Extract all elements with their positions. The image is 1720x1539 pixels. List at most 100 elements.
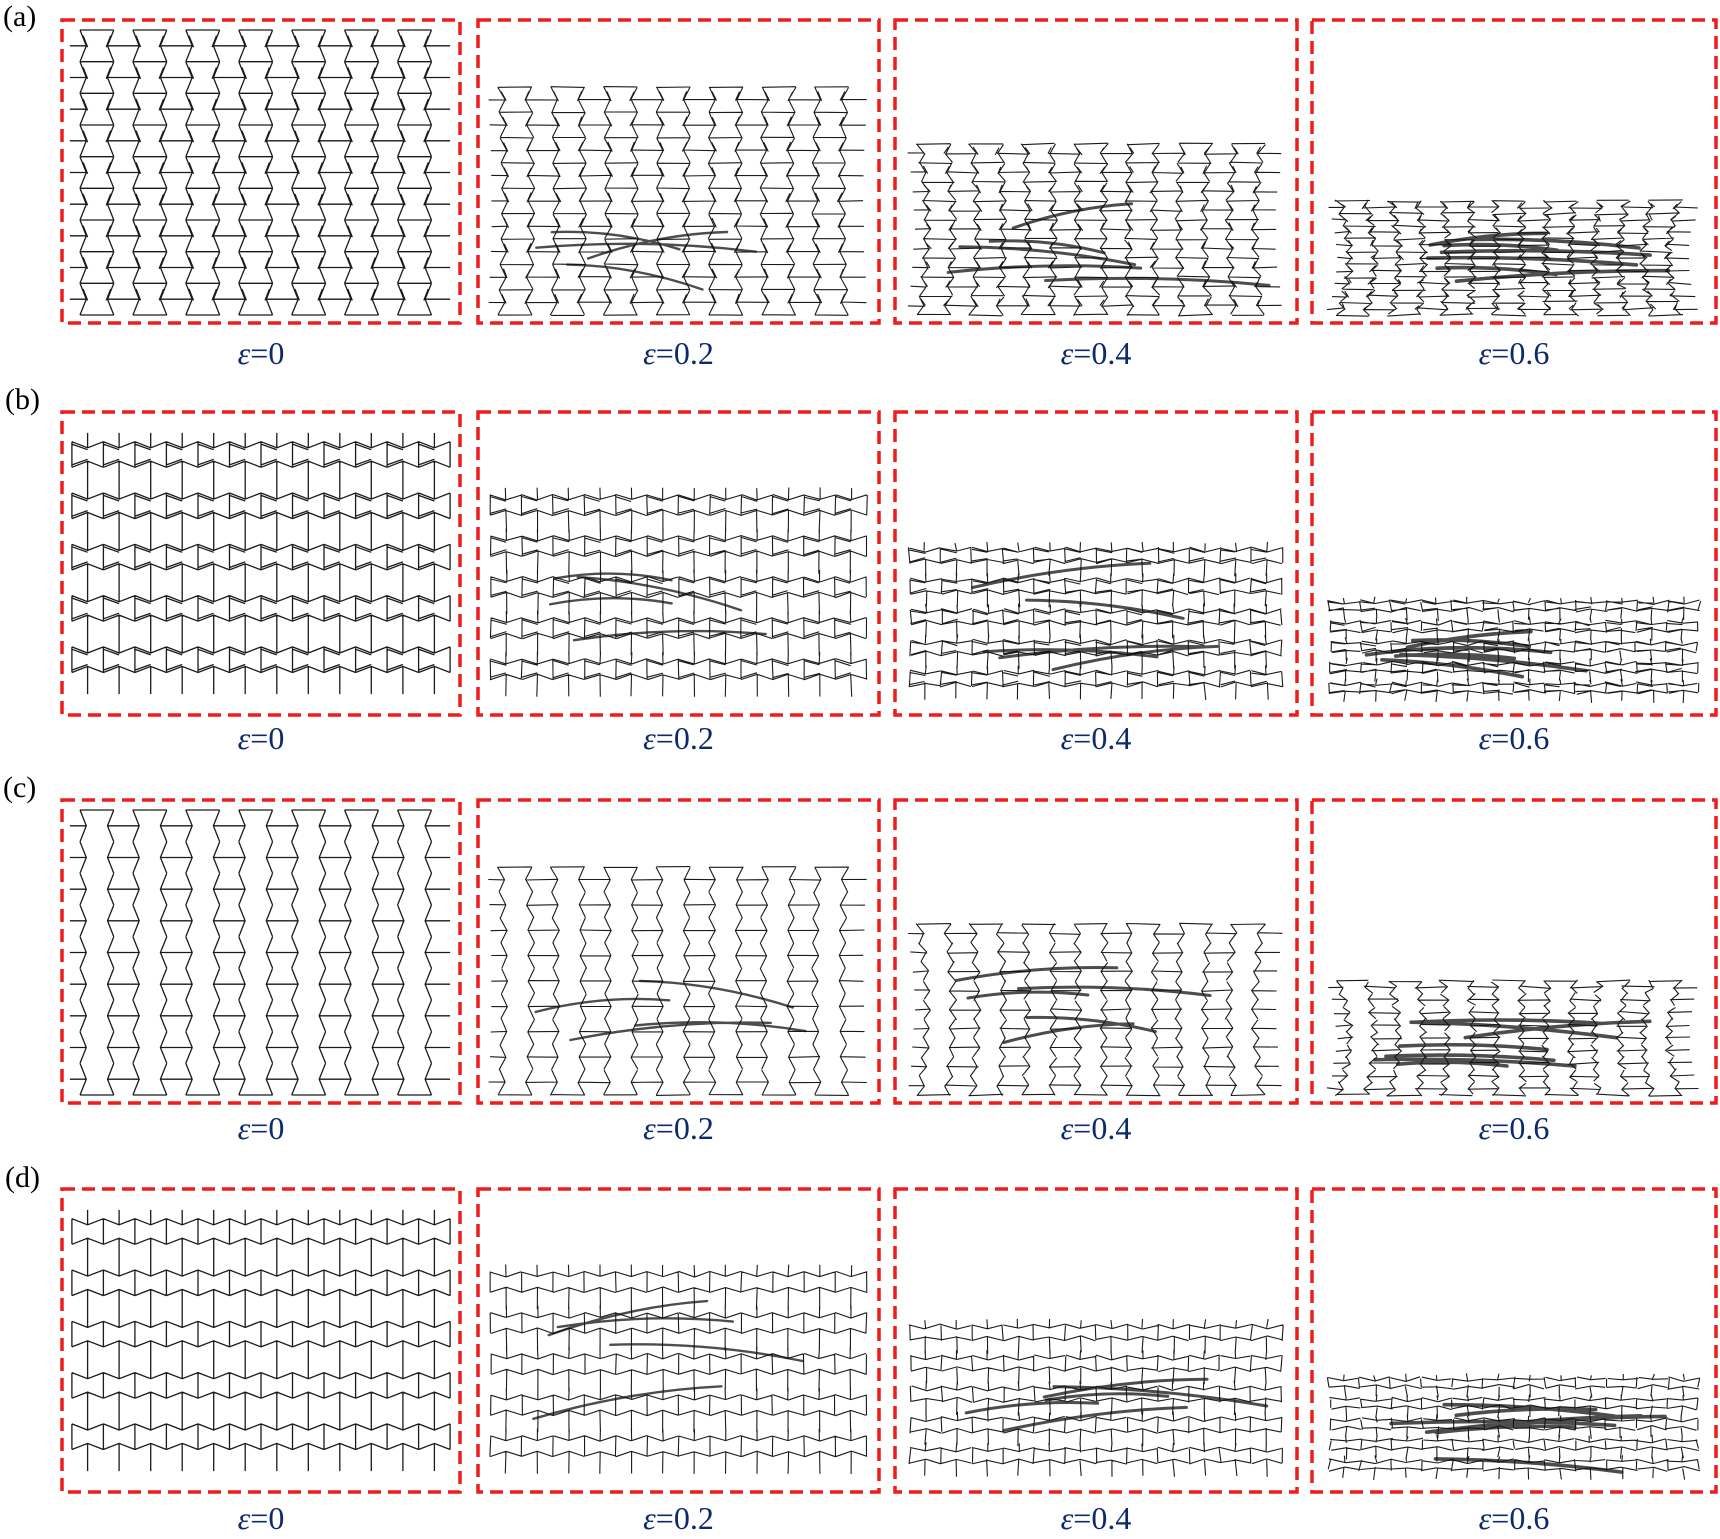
strain-value: =0.2: [655, 720, 714, 756]
dashed-frame: [1310, 798, 1718, 1105]
dashed-frame: [476, 1187, 881, 1494]
dashed-frame: [60, 410, 462, 717]
strain-symbol: ε: [237, 335, 251, 371]
dashed-frame: [893, 1187, 1299, 1494]
lattice-structure: [908, 922, 1283, 1097]
strain-symbol: ε: [1478, 335, 1492, 371]
strain-caption: ε=0.2: [529, 337, 829, 369]
lattice-structure: [71, 432, 451, 695]
strain-caption: ε=0.4: [946, 1112, 1246, 1144]
dashed-frame: [60, 1187, 462, 1494]
row-label-b: (b): [5, 383, 40, 416]
lattice-structure: [907, 541, 1284, 701]
panel-c-strain-2: [893, 798, 1299, 1105]
lattice-structure: [489, 1264, 868, 1475]
lattice-structure: [488, 86, 867, 316]
strain-value: =0.6: [1491, 1110, 1550, 1146]
dashed-frame: [893, 798, 1299, 1105]
strain-symbol: ε: [1060, 720, 1074, 756]
strain-caption: ε=0: [111, 337, 411, 369]
strain-symbol: ε: [1060, 1500, 1074, 1536]
strain-caption: ε=0.2: [529, 722, 829, 754]
strain-symbol: ε: [1060, 335, 1074, 371]
panel-b-strain-0: [60, 410, 462, 717]
strain-caption: ε=0: [111, 1502, 411, 1534]
lattice-structure: [1326, 979, 1699, 1097]
dashed-frame: [476, 18, 881, 325]
strain-value: =0.6: [1491, 335, 1550, 371]
strain-value: =0: [250, 1110, 285, 1146]
lattice-structure: [71, 1209, 451, 1472]
strain-value: =0.2: [655, 335, 714, 371]
panel-d-strain-0: [60, 1187, 462, 1494]
row-label-d: (d): [5, 1161, 40, 1194]
strain-value: =0.4: [1073, 1500, 1132, 1536]
strain-symbol: ε: [643, 335, 656, 371]
panel-a-strain-3: [1310, 18, 1718, 325]
dashed-frame: [60, 18, 462, 325]
lattice-structure: [489, 487, 868, 697]
lattice-structure: [69, 29, 451, 316]
lattice-structure: [1327, 596, 1702, 704]
strain-caption: ε=0.6: [1364, 1502, 1664, 1534]
dashed-frame: [476, 410, 881, 717]
dashed-frame: [1310, 410, 1718, 717]
dashed-frame: [1310, 1187, 1718, 1494]
panel-c-strain-1: [476, 798, 881, 1105]
strain-value: =0: [250, 720, 285, 756]
panel-d-strain-2: [893, 1187, 1299, 1494]
row-label-c: (c): [3, 771, 37, 804]
lattice-structure: [69, 809, 451, 1096]
strain-value: =0.4: [1073, 335, 1132, 371]
panel-a-strain-2: [893, 18, 1299, 325]
panel-b-strain-1: [476, 410, 881, 717]
strain-symbol: ε: [237, 1500, 251, 1536]
panel-a-strain-0: [60, 18, 462, 325]
strain-caption: ε=0: [111, 722, 411, 754]
panel-b-strain-2: [893, 410, 1299, 717]
panel-b-strain-3: [1310, 410, 1718, 717]
strain-symbol: ε: [237, 720, 251, 756]
lattice-structure: [908, 1318, 1284, 1477]
strain-caption: ε=0.6: [1364, 722, 1664, 754]
strain-value: =0.4: [1073, 720, 1132, 756]
strain-caption: ε=0.2: [529, 1112, 829, 1144]
strain-value: =0.6: [1491, 1500, 1550, 1536]
panel-a-strain-1: [476, 18, 881, 325]
panel-d-strain-3: [1310, 1187, 1718, 1494]
dashed-frame: [893, 18, 1299, 325]
strain-symbol: ε: [643, 720, 656, 756]
strain-symbol: ε: [643, 1110, 656, 1146]
dashed-frame: [1310, 18, 1718, 325]
strain-value: =0: [250, 1500, 285, 1536]
dashed-frame: [60, 798, 462, 1105]
lattice-structure: [1326, 199, 1698, 317]
strain-caption: ε=0.2: [529, 1502, 829, 1534]
strain-symbol: ε: [1478, 1500, 1492, 1536]
strain-symbol: ε: [1478, 1110, 1492, 1146]
strain-value: =0: [250, 335, 285, 371]
dashed-frame: [476, 798, 881, 1105]
panel-c-strain-0: [60, 798, 462, 1105]
dashed-frame: [893, 410, 1299, 717]
strain-caption: ε=0: [111, 1112, 411, 1144]
strain-caption: ε=0.4: [946, 1502, 1246, 1534]
strain-value: =0.2: [655, 1110, 714, 1146]
strain-symbol: ε: [643, 1500, 656, 1536]
lattice-structure: [1326, 1373, 1701, 1480]
strain-symbol: ε: [237, 1110, 251, 1146]
strain-symbol: ε: [1060, 1110, 1074, 1146]
strain-caption: ε=0.4: [946, 722, 1246, 754]
panel-c-strain-3: [1310, 798, 1718, 1105]
strain-symbol: ε: [1478, 720, 1492, 756]
panel-d-strain-1: [476, 1187, 881, 1494]
strain-caption: ε=0.6: [1364, 1112, 1664, 1144]
strain-caption: ε=0.4: [946, 337, 1246, 369]
lattice-structure: [907, 142, 1282, 317]
lattice-structure: [488, 866, 867, 1096]
strain-value: =0.2: [655, 1500, 714, 1536]
row-label-a: (a): [3, 0, 37, 33]
strain-caption: ε=0.6: [1364, 337, 1664, 369]
strain-value: =0.4: [1073, 1110, 1132, 1146]
strain-value: =0.6: [1491, 720, 1550, 756]
